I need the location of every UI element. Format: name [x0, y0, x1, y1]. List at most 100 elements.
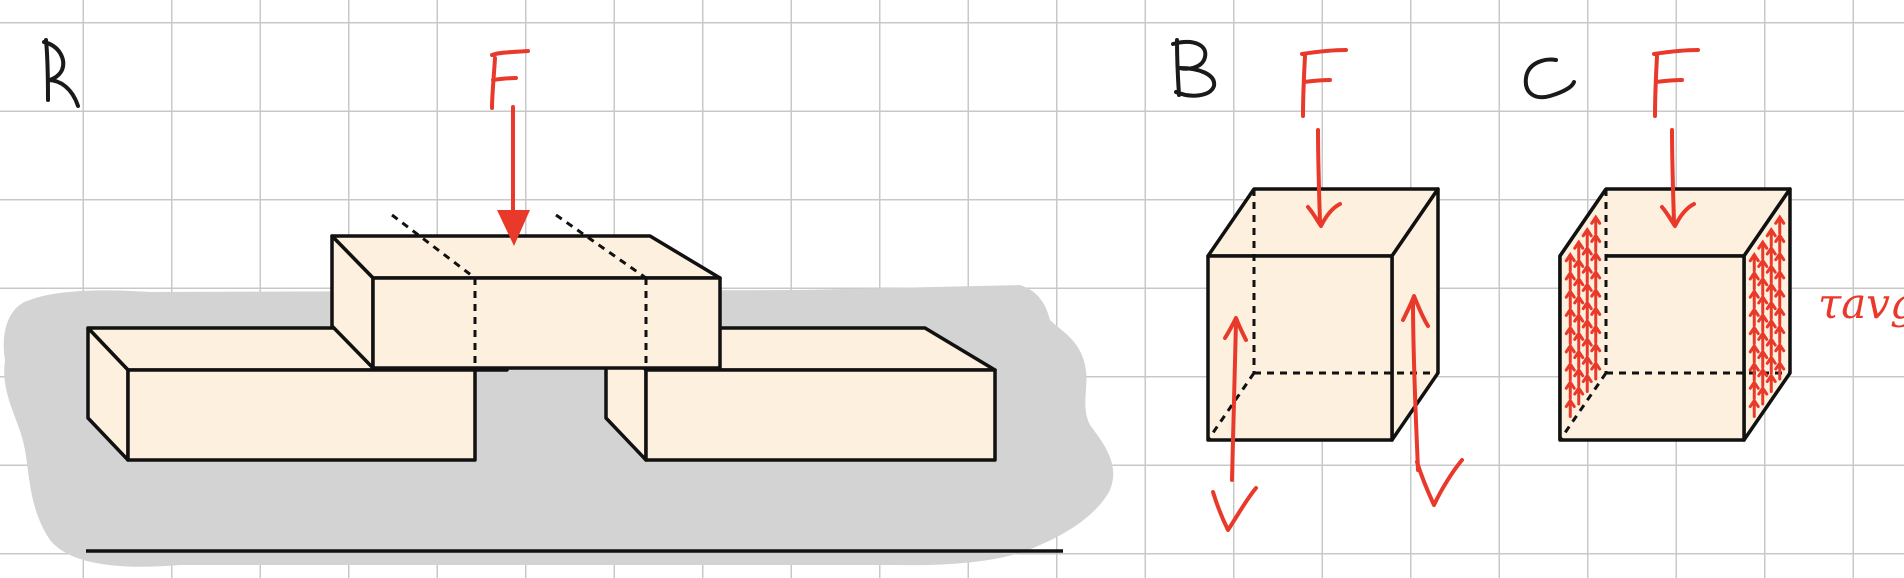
panel-a-force-head: [497, 210, 530, 246]
stress-arrow: [1573, 294, 1585, 315]
stress-arrow: [1748, 288, 1760, 309]
stress-arrow: [1757, 294, 1769, 315]
stress-arrow: [1748, 270, 1760, 291]
panel-b-label: [1171, 38, 1217, 98]
stress-arrow: [1581, 281, 1593, 302]
stress-field-left: [1564, 214, 1602, 419]
stress-arrow: [1748, 252, 1760, 273]
stress-arrow: [1564, 288, 1576, 309]
stress-arrow: [1590, 323, 1602, 345]
stress-arrow: [1748, 324, 1760, 346]
loaded-block: [330, 234, 722, 370]
panel-c-force-head: [1660, 202, 1696, 228]
stress-arrow: [1590, 305, 1602, 326]
stress-arrow: [1765, 299, 1777, 321]
stress-arrow: [1581, 227, 1593, 248]
stress-arrow: [1590, 342, 1602, 363]
panel-b-force: F: [1300, 48, 1348, 228]
stress-arrow: [1573, 312, 1585, 333]
stress-arrow: [1573, 275, 1585, 297]
right-block-front: [644, 368, 997, 462]
stress-arrow: [1765, 263, 1777, 284]
stress-arrow: [1581, 299, 1593, 321]
stress-arrow: [1757, 367, 1769, 388]
shear-planes: [391, 213, 648, 368]
panel-b-shear-right: V: [1401, 294, 1464, 507]
shear-left-shaft: [1230, 320, 1238, 482]
stress-arrow: [1757, 330, 1769, 351]
stress-arrow: [1748, 379, 1760, 400]
panel-b-cube-front: [1206, 254, 1394, 442]
left-block-front: [126, 368, 477, 462]
stress-arrow: [1757, 312, 1769, 333]
stress-arrow: [1590, 250, 1602, 272]
stress-arrow: [1774, 360, 1786, 381]
stress-arrow: [1774, 214, 1786, 235]
stress-arrow: [1581, 318, 1593, 339]
stress-arrow: [1573, 348, 1585, 370]
stress-arrow: [1564, 270, 1576, 291]
stress-arrow: [1765, 372, 1777, 394]
stress-arrow: [1748, 397, 1760, 419]
panel-c-label: [1523, 57, 1576, 100]
panel-b: B F V V: [1171, 38, 1464, 532]
shear-right-label: [1415, 458, 1464, 507]
panel-a-force: F: [490, 49, 530, 246]
stress-arrow: [1573, 257, 1585, 278]
stress-arrow: [1573, 239, 1585, 260]
panel-c-force-shaft: [1670, 128, 1676, 224]
stress-arrow: [1765, 336, 1777, 357]
stress-arrow: [1564, 361, 1576, 382]
panel-c-force: F: [1652, 48, 1700, 228]
stress-arrow: [1564, 397, 1576, 419]
shear-plane-left-top: [391, 213, 476, 280]
stress-arrow: [1757, 257, 1769, 278]
stress-arrow: [1765, 245, 1777, 266]
stress-arrow: [1564, 343, 1576, 364]
stress-arrow: [1748, 361, 1760, 382]
stress-field-right: [1748, 214, 1786, 419]
stress-arrow: [1774, 232, 1786, 253]
stress-arrow: [1564, 252, 1576, 273]
panel-b-force-head: [1306, 202, 1342, 228]
stress-arrow: [1590, 287, 1602, 308]
shear-right-head: [1401, 294, 1430, 328]
stress-arrow: [1573, 385, 1585, 406]
stress-arrow: [1765, 227, 1777, 248]
stress-arrow: [1748, 306, 1760, 327]
stress-arrow: [1757, 385, 1769, 406]
panel-b-hidden-diagonal: [1206, 372, 1256, 441]
stress-arrow: [1581, 245, 1593, 266]
stress-arrow: [1765, 281, 1777, 302]
stress-arrow: [1581, 336, 1593, 357]
stress-arrow: [1774, 269, 1786, 290]
panel-a-force-label: [490, 49, 530, 110]
stress-arrow: [1564, 306, 1576, 327]
stress-arrow: [1564, 324, 1576, 346]
shear-plane-right-top: [555, 213, 647, 280]
stress-label: τavg: [1818, 279, 1904, 328]
stress-arrow: [1573, 330, 1585, 351]
panel-c-hidden-diagonal: [1558, 372, 1608, 441]
stress-arrow: [1757, 239, 1769, 260]
shear-left-label: [1211, 486, 1258, 532]
stress-arrow: [1590, 269, 1602, 290]
stress-arrow: [1757, 275, 1769, 297]
loaded-block-front: [371, 276, 722, 370]
stress-arrow: [1765, 318, 1777, 339]
stress-arrow: [1590, 360, 1602, 381]
panel-b-shear-left: V: [1211, 316, 1258, 532]
stress-arrow: [1774, 287, 1786, 308]
stress-arrow: [1774, 250, 1786, 272]
stress-arrow: [1765, 354, 1777, 375]
panel-a-label: [42, 38, 80, 108]
panel-c-left-top-edge: [1558, 188, 1608, 257]
stress-arrow: [1581, 354, 1593, 375]
panel-b-force-label: [1300, 48, 1348, 118]
loaded-block-top: [330, 234, 722, 280]
stress-arrow: [1757, 348, 1769, 370]
stress-arrow: [1774, 342, 1786, 363]
stress-arrow: [1581, 372, 1593, 394]
panel-b-force-shaft: [1316, 128, 1322, 224]
